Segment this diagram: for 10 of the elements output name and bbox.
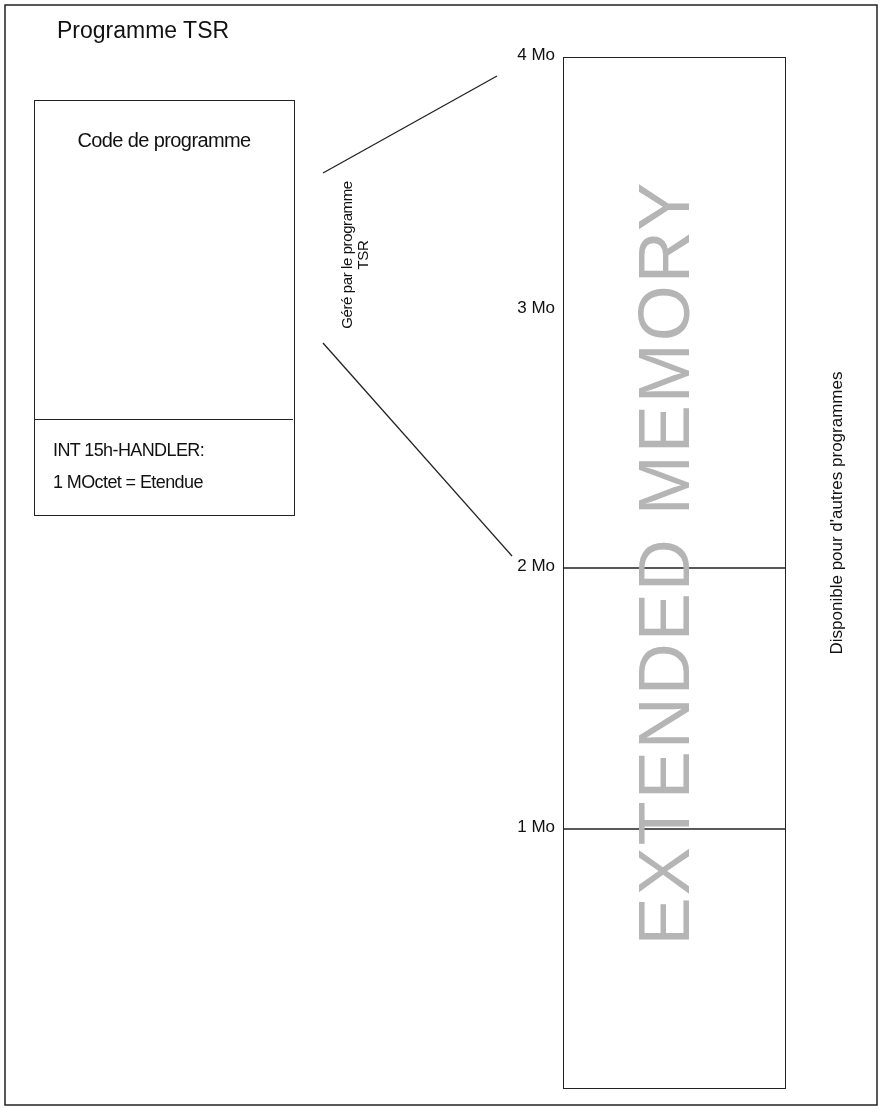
address-label: 4 Mo [517,45,555,65]
address-label: 3 Mo [517,298,555,318]
side-note: Disponible pour d'autres programmes [827,371,847,655]
range-label: Géré par le programme TSR [339,180,371,331]
address-label: 1 Mo [517,817,555,837]
address-label: 2 Mo [517,556,555,576]
title-text: Programme TSR [57,17,230,44]
handler-text: INT 15h-HANDLER: 1 MOctet = Etendue [53,439,206,494]
watermark-text: EXTENDED MEMORY [623,180,705,946]
section-heading: Code de programme [76,129,252,152]
